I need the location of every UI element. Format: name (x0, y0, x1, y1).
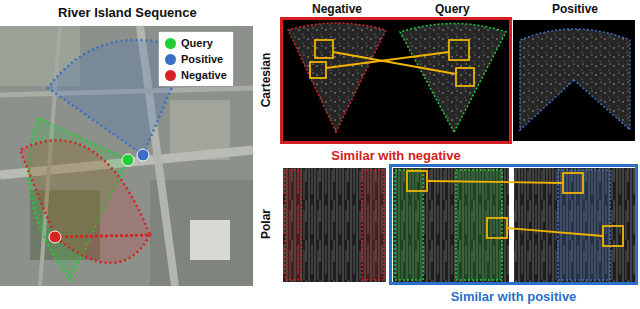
legend-dot (165, 38, 176, 49)
row-header: Cartesian (259, 53, 273, 108)
legend-row: Negative (165, 67, 227, 83)
comparison-box: Similar with negative (280, 17, 512, 144)
column-header: Query (435, 2, 470, 16)
legend-row: Positive (165, 51, 227, 67)
legend-text: Positive (181, 53, 223, 65)
column-header: Positive (552, 2, 598, 16)
comparison-box: Similar with positive (389, 164, 638, 285)
figure-title: River Island Sequence (58, 5, 197, 20)
legend-text: Query (181, 37, 213, 49)
legend-dot (165, 54, 176, 65)
box-caption: Similar with positive (451, 289, 577, 304)
legend-box: QueryPositiveNegative (158, 31, 234, 87)
column-header: Negative (312, 2, 362, 16)
legend-row: Query (165, 35, 227, 51)
box-caption: Similar with negative (331, 148, 460, 163)
legend-text: Negative (181, 69, 227, 81)
row-header: Polar (259, 209, 273, 239)
legend-dot (165, 70, 176, 81)
